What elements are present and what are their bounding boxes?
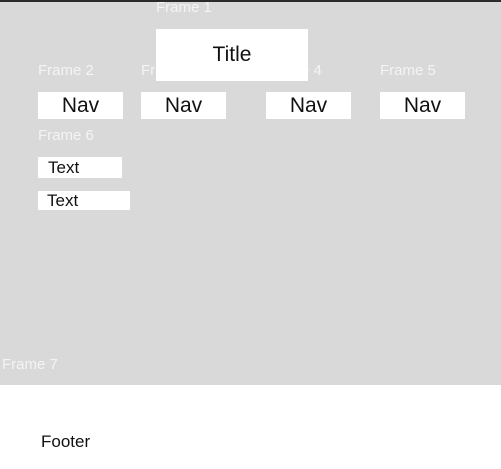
text-block-2: Text — [38, 191, 130, 210]
frame-6-label: Frame 6 — [38, 127, 94, 144]
page-title: Title — [156, 29, 308, 81]
frame-5-label: Frame 5 — [380, 62, 436, 79]
footer-label: Footer — [41, 432, 91, 451]
nav-item-4[interactable]: Nav — [380, 92, 465, 119]
nav-item-1[interactable]: Nav — [38, 92, 123, 119]
frame-1-label: Frame 1 — [156, 0, 212, 16]
frame-2-label: Frame 2 — [38, 62, 94, 79]
frame-7-label: Frame 7 — [2, 356, 58, 373]
nav-item-3[interactable]: Nav — [266, 92, 351, 119]
nav-item-2[interactable]: Nav — [141, 92, 226, 119]
top-border — [0, 0, 501, 2]
text-block-1: Text — [38, 157, 122, 178]
frame-7-canvas: Frame 1 Frame 2 Frame 3 Frame 4 Frame 5 … — [0, 0, 501, 385]
